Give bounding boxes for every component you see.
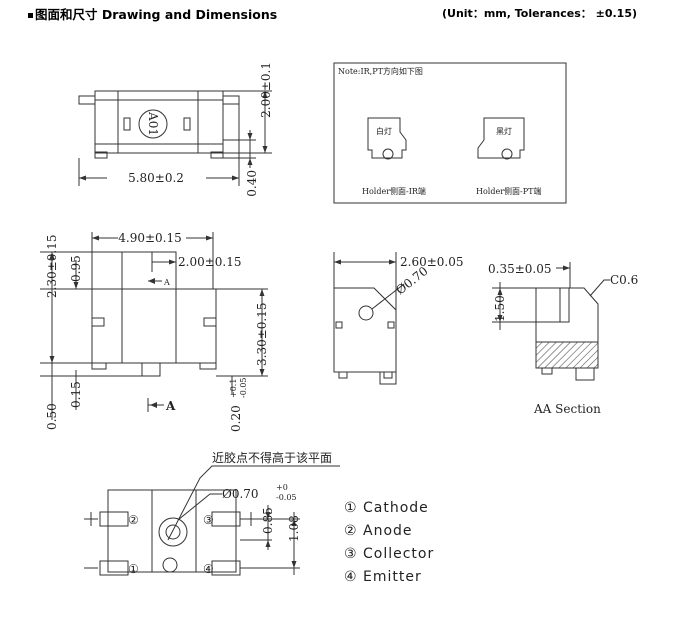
- top-view-body-mark: A01: [146, 111, 160, 136]
- bottom-hole-tol-lower: -0.05: [276, 493, 297, 502]
- tolerance-note: (Unit：mm, Tolerances： ±0.15): [442, 7, 638, 20]
- top-view-lead-dim: 0.40: [245, 170, 259, 197]
- legend-item-collector: ③ Collector: [344, 546, 434, 562]
- dim-1-50: 1.50: [493, 295, 507, 322]
- dim-3-30: 3.30±0.15: [255, 303, 269, 367]
- dim-2-30: 2.30±0.15: [45, 235, 59, 299]
- legend-item-cathode: ① Cathode: [344, 500, 429, 516]
- side-view: 4.90±0.15 2.00±0.15 A 2.30±0.15 0.95 3.3…: [40, 231, 269, 432]
- legend-item-anode: ② Anode: [344, 523, 413, 539]
- section-view: 0.35±0.05 C0.6 1.50 AA Section: [488, 262, 638, 416]
- dim-0-15: 0.15: [69, 381, 83, 408]
- title-text: 图面和尺寸 Drawing and Dimensions: [35, 7, 278, 22]
- dim-4-90: 4.90±0.15: [118, 231, 182, 245]
- pin-4-mark: ④: [203, 562, 214, 576]
- pin-1-mark: ①: [128, 562, 139, 576]
- dim-0-95: 0.95: [69, 255, 83, 282]
- top-view-height-dim: 2.00±0.1: [259, 62, 273, 118]
- top-view-width-dim: 5.80±0.2: [128, 171, 184, 185]
- top-view: A01 5.80±0.2 2.00±0.1 0.40: [78, 62, 273, 197]
- dim-0-85: 0.85: [261, 507, 275, 534]
- dim-2-60: 2.60±0.05: [400, 255, 464, 269]
- section-caption: AA Section: [533, 402, 601, 416]
- ir-caption: Holder侧面-IR端: [362, 186, 426, 196]
- section-mark-top: A: [163, 278, 170, 287]
- dim-0-20-tol-upper: +0.1: [229, 379, 238, 398]
- bullet-square-icon: [28, 13, 33, 18]
- bottom-view: ② ① ③ ④ 近胶点不得高于该平面 Ø0.70 +0 -0.05 0.85 1…: [84, 450, 340, 576]
- chamfer-dim: C0.6: [610, 273, 638, 287]
- legend-item-emitter: ④ Emitter: [344, 569, 422, 585]
- bottom-hole-tol-upper: +0: [276, 483, 288, 492]
- ir-label: 白灯: [376, 126, 392, 136]
- dim-0-20: 0.20: [229, 405, 243, 432]
- dim-0-50: 0.50: [45, 403, 59, 430]
- dim-0-20-tol-lower: -0.05: [239, 377, 248, 398]
- dim-2-00: 2.00±0.15: [178, 255, 242, 269]
- bottom-view-hole-dim: Ø0.70: [222, 487, 259, 501]
- pt-label: 黑灯: [496, 126, 512, 136]
- pin-3-mark: ③: [203, 513, 214, 527]
- note-text: Note:IR,PT方向如下图: [338, 66, 423, 76]
- pin-legend: ① Cathode ② Anode ③ Collector ④ Emitter: [344, 500, 434, 585]
- dim-1-08: 1.08: [287, 515, 301, 542]
- page-title: 图面和尺寸 Drawing and Dimensions: [28, 4, 277, 23]
- bottom-view-note: 近胶点不得高于该平面: [212, 450, 332, 465]
- note-box: Note:IR,PT方向如下图 白灯 Holder侧面-IR端 黑灯 Holde…: [333, 62, 567, 204]
- section-mark-bottom: A: [165, 399, 176, 413]
- pin-2-mark: ②: [128, 513, 139, 527]
- end-view: 2.60±0.05 Ø0.70: [333, 252, 464, 385]
- pt-caption: Holder侧面-PT端: [476, 186, 541, 196]
- dim-0-35: 0.35±0.05: [488, 262, 552, 276]
